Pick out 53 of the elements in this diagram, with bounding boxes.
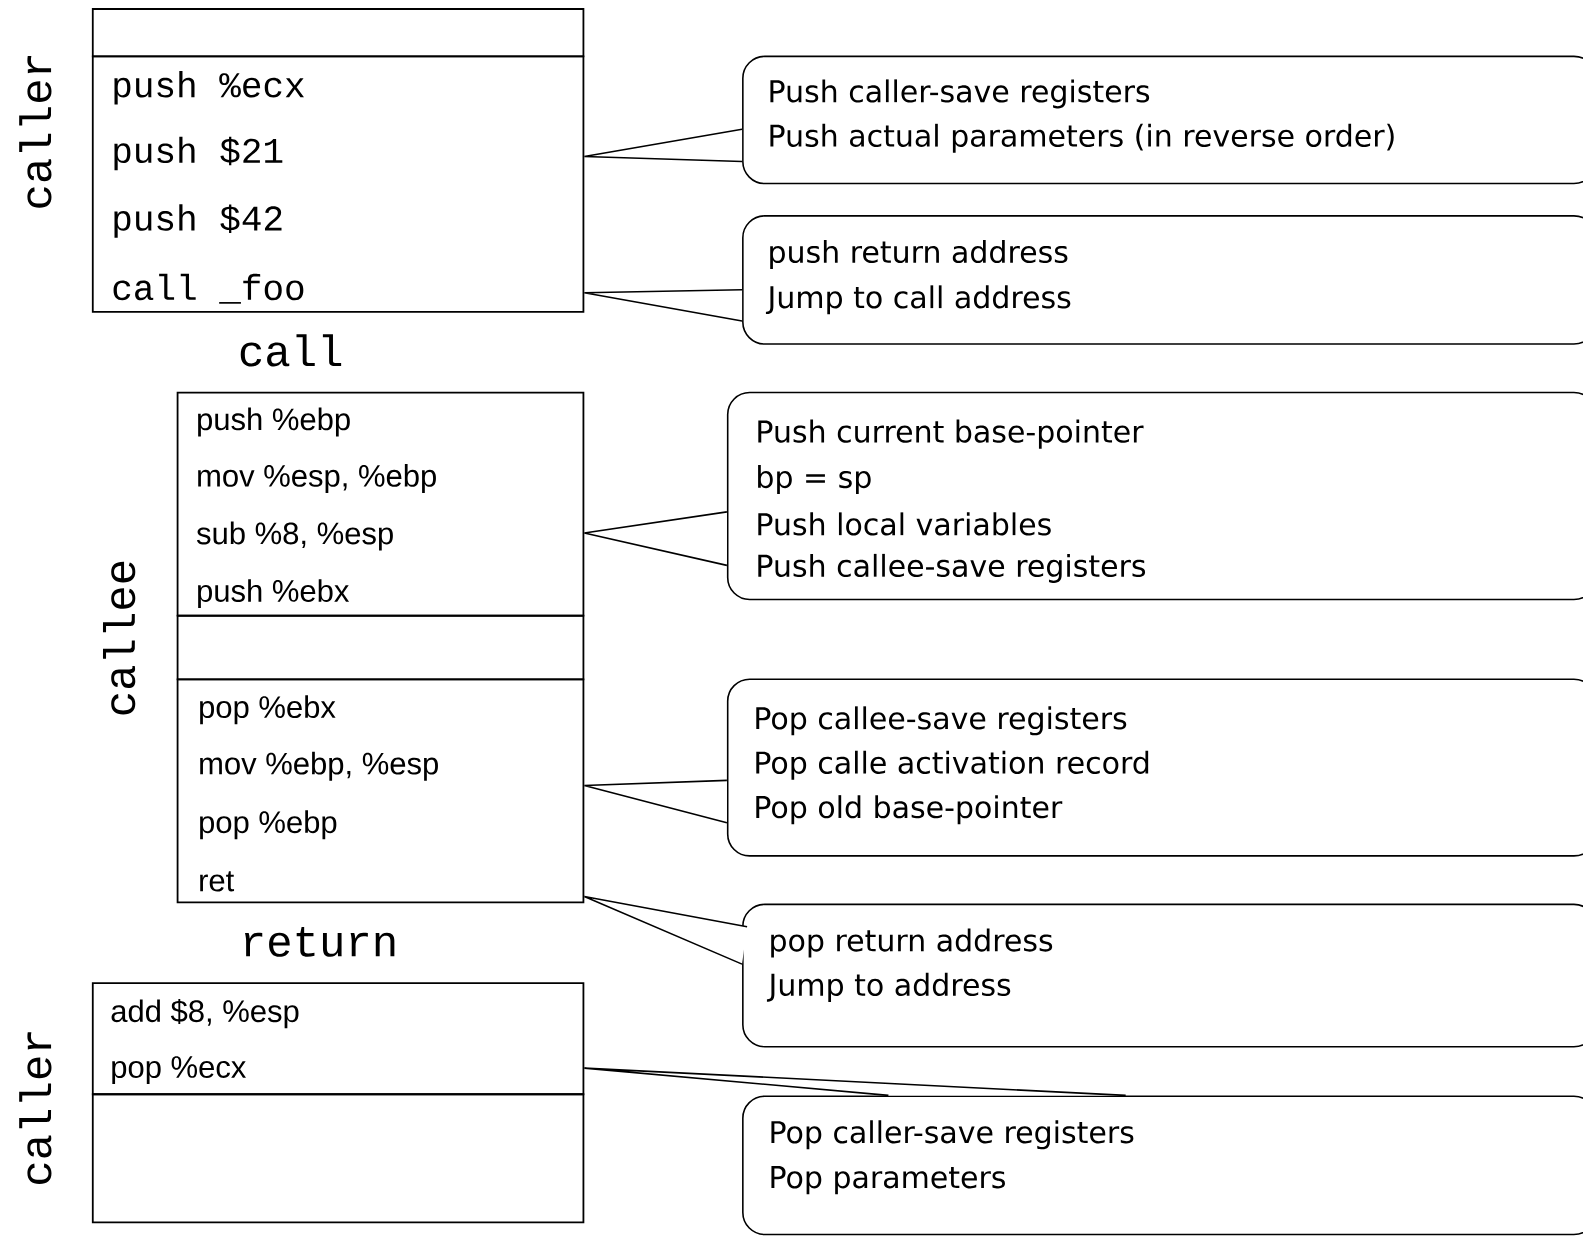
code-line: pop %ecx [112,1056,246,1085]
code-line: push $21 [114,136,283,171]
callout-text: Pop old base-pointer [756,795,1063,825]
callout-text: bp = sp [758,465,871,495]
callout-bubble [742,1095,1583,1236]
code-line: sub %8, %esp [196,521,393,551]
code-box [91,982,585,1096]
callout-tail [583,128,743,163]
code-line: mov %esp, %ebp [198,464,436,493]
empty-box [176,614,585,681]
code-line: pop %ebp [200,810,337,840]
code-box [176,678,585,904]
code-box [91,55,585,313]
code-line: push %ebp [198,407,350,437]
callout-text: Pop parameters [771,1166,1005,1195]
callout-text: push return address [770,239,1068,269]
callout-text: Jump to address [766,972,1011,1002]
callout-bubble [726,391,1583,601]
step-label: call [240,334,342,367]
callout-text: Push local variables [758,512,1051,536]
callout-tail [583,511,728,567]
empty-box [91,8,585,58]
code-line: push %ecx [114,71,304,105]
callout-tail [583,288,743,322]
callout-text: Pop calle activation record [756,750,1149,780]
side-label: callee [103,561,136,715]
callout-bubble [742,215,1583,345]
callout-bubble [742,55,1583,185]
callout-text: Pop caller-save registers [771,1120,1134,1150]
callout-text: Push callee-save registers [758,553,1146,583]
callout-tail [583,779,728,824]
code-line: push %ebx [198,579,350,609]
step-label: return [245,927,395,957]
callout-tail [583,895,748,965]
callout-text: Pop callee-save registers [756,706,1127,736]
code-line: pop %ebx [200,695,336,725]
callout-text: Push current base-pointer [758,419,1144,449]
empty-box [91,1093,585,1224]
callout-text: Push actual parameters (in reverse order) [770,123,1394,153]
code-box [176,391,585,617]
code-line: push $42 [114,204,282,238]
callout-bubble [726,678,1583,857]
callout-bubble [742,903,1583,1048]
callout-text: Push caller-save registers [770,79,1150,109]
callout-tail [583,1067,1127,1097]
code-line: ret [200,871,235,892]
code-line: call _foo [113,273,304,304]
side-label: caller [19,56,52,208]
side-label: caller [19,1032,52,1184]
code-line: add $8, %esp [111,998,299,1029]
callout-text: pop return address [771,928,1053,958]
code-line: mov %ebp, %esp [200,751,438,781]
callout-text: Jump to call address [765,285,1071,315]
